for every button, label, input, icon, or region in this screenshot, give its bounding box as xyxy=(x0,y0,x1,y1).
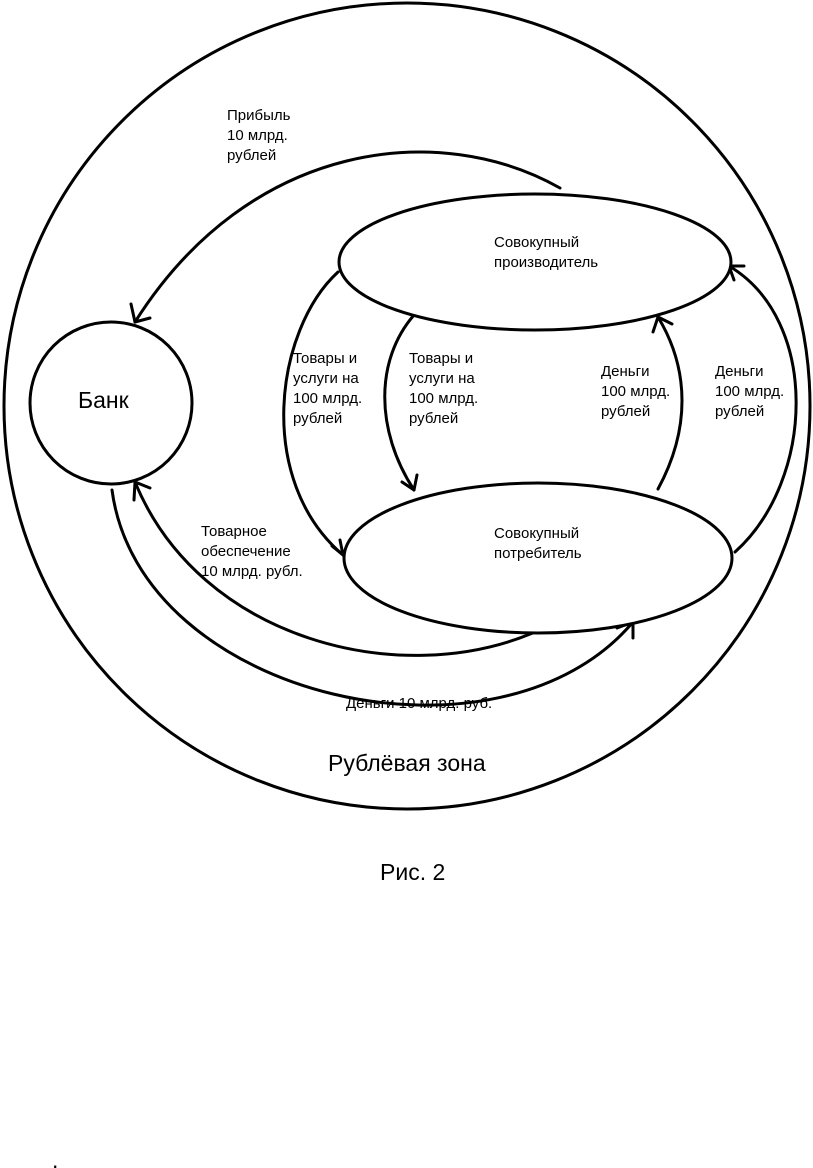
ruble-zone-circle xyxy=(2,1,812,811)
money-outer-label: Деньги 100 млрд. рублей xyxy=(715,363,788,420)
bank-label: Банк xyxy=(78,387,130,413)
goods-inner-arrow xyxy=(383,313,416,492)
producer-node xyxy=(337,192,733,332)
goods-inner-label: Товары и услуги на 100 млрд. рублей xyxy=(409,350,482,427)
producer-label: Совокупный производитель xyxy=(494,234,598,271)
collateral-arrow xyxy=(133,480,537,657)
goods-outer-arrow xyxy=(282,270,345,557)
collateral-arrowhead xyxy=(132,480,152,502)
money-inner-arrowhead xyxy=(651,315,674,334)
profit-arrowhead xyxy=(129,302,152,324)
money-inner-label: Деньги 100 млрд. рублей xyxy=(601,363,674,420)
profit-label: Прибыль 10 млрд. рублей xyxy=(227,107,295,164)
footer-mark: . xyxy=(52,1147,58,1168)
goods-outer-label: Товары и услуги на 100 млрд. рублей xyxy=(293,350,366,427)
money-inner-arrow xyxy=(656,315,684,491)
bank-money-label: Деньги 10 млрд. руб. xyxy=(346,695,492,712)
goods-inner-arrowhead xyxy=(400,473,419,492)
zone-label: Рублёвая зона xyxy=(328,750,486,776)
consumer-node xyxy=(342,481,734,635)
consumer-label: Совокупный потребитель xyxy=(494,525,583,562)
profit-arrow xyxy=(133,150,562,324)
money-outer-arrow xyxy=(727,264,798,554)
goods-outer-arrowhead xyxy=(330,538,345,557)
collateral-label: Товарное обеспечение 10 млрд. рубл. xyxy=(201,523,303,580)
bank-node xyxy=(28,320,194,486)
figure-caption: Рис. 2 xyxy=(380,859,445,885)
bank-money-arrow xyxy=(110,488,635,707)
